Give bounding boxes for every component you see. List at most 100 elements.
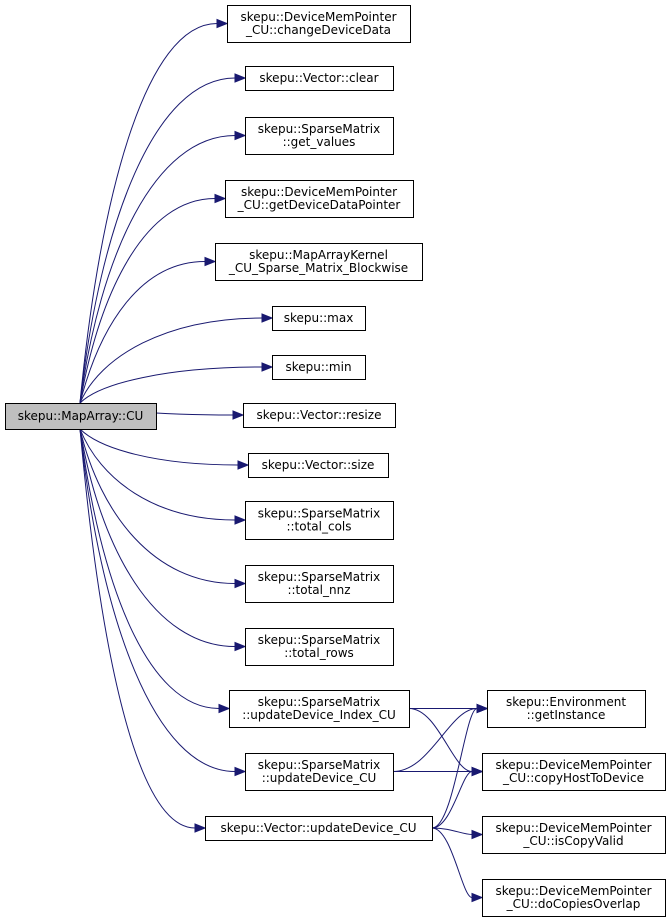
node-label-line: ::total_rows <box>284 646 354 660</box>
node-label-line: skepu::min <box>285 360 351 374</box>
edge-root-to-n10 <box>79 428 236 521</box>
node-skepu-maparraykernel-cu-sparse-matrix-blockwise[interactable]: skepu::MapArrayKernel_CU_Sparse_Matrix_B… <box>215 243 423 281</box>
arrowhead-root-to-n8 <box>232 410 245 420</box>
edge-root-to-n1 <box>79 23 218 404</box>
node-skepu-devicemempointer-cu-iscopyvalid[interactable]: skepu::DeviceMemPointer_CU::isCopyValid <box>482 816 666 854</box>
node-skepu-sparsematrix-total-nnz[interactable]: skepu::SparseMatrix::total_nnz <box>245 565 394 603</box>
edge-root-to-n6 <box>79 317 263 404</box>
node-skepu-sparsematrix-get-values[interactable]: skepu::SparseMatrix::get_values <box>245 117 394 155</box>
arrowhead-root-to-n10 <box>234 515 247 525</box>
edge-root-to-n15 <box>79 428 196 829</box>
arrowhead-root-to-n9 <box>237 460 250 470</box>
node-box <box>245 501 394 540</box>
edge-root-to-n14 <box>79 428 236 772</box>
node-label-line: ::updateDevice_CU <box>262 771 377 785</box>
arrowhead-n15-to-n19 <box>471 892 484 903</box>
node-skepu-devicemempointer-cu-docopiesoverlap[interactable]: skepu::DeviceMemPointer_CU::doCopiesOver… <box>482 879 666 917</box>
edge-root-to-n11 <box>79 428 236 584</box>
node-skepu-vector-size[interactable]: skepu::Vector::size <box>248 453 389 478</box>
node-label-line: skepu::Vector::size <box>262 458 375 472</box>
node-box <box>272 355 366 380</box>
node-skepu-vector-resize[interactable]: skepu::Vector::resize <box>243 403 396 428</box>
node-skepu-vector-clear[interactable]: skepu::Vector::clear <box>245 66 394 91</box>
arrowhead-root-to-n4 <box>214 193 227 204</box>
node-label-line: skepu::Environment <box>506 695 626 709</box>
arrowhead-root-to-n5 <box>204 256 217 267</box>
node-skepu-vector-updatedevice-cu[interactable]: skepu::Vector::updateDevice_CU <box>205 816 433 841</box>
node-label-line: skepu::Vector::resize <box>257 408 382 422</box>
node-label-line: skepu::DeviceMemPointer <box>495 758 651 772</box>
node-label-line: _CU::changeDeviceData <box>245 23 391 37</box>
node-box <box>205 816 433 841</box>
node-label-line: ::getInstance <box>527 708 606 722</box>
node-label-line: skepu::DeviceMemPointer <box>495 821 651 835</box>
node-box <box>225 180 414 218</box>
node-label-line: ::total_nnz <box>287 583 350 597</box>
edge-root-to-n5 <box>79 261 206 404</box>
edge-root-to-n12 <box>79 428 236 647</box>
node-box <box>245 753 394 791</box>
node-label-line: skepu::SparseMatrix <box>258 507 380 521</box>
node-skepu-max[interactable]: skepu::max <box>272 306 366 331</box>
node-label-line: skepu::SparseMatrix <box>258 570 380 584</box>
node-box <box>482 753 666 791</box>
node-label-line: _CU::getDeviceDataPointer <box>237 198 401 212</box>
arrowhead-n15-to-n18 <box>471 829 484 840</box>
node-box <box>248 453 389 478</box>
arrowhead-n15-to-n17 <box>471 766 484 777</box>
node-box <box>272 306 366 331</box>
arrowhead-root-to-n6 <box>261 313 274 323</box>
edge-n15-to-n18 <box>431 827 473 835</box>
node-label-line: skepu::DeviceMemPointer <box>240 10 396 24</box>
node-skepu-environment-getinstance[interactable]: skepu::Environment::getInstance <box>487 690 646 728</box>
node-box <box>245 117 394 155</box>
node-label-line: skepu::MapArrayKernel <box>249 248 388 262</box>
arrowhead-root-to-n11 <box>234 578 247 589</box>
node-skepu-devicemempointer-cu-changedevicedata[interactable]: skepu::DeviceMemPointer_CU::changeDevice… <box>227 5 411 43</box>
node-label-line: skepu::SparseMatrix <box>258 758 380 772</box>
node-label-line: ::total_cols <box>286 520 351 534</box>
edge-n15-to-n16 <box>431 708 478 829</box>
node-label-line: _CU::copyHostToDevice <box>502 771 644 785</box>
node-skepu-maparray-cu[interactable]: skepu::MapArray::CU <box>5 403 157 430</box>
node-label-line: _CU::doCopiesOverlap <box>506 897 641 911</box>
node-box <box>229 690 410 728</box>
node-label-line: _CU::isCopyValid <box>522 834 623 848</box>
node-box <box>482 816 666 854</box>
node-box <box>227 5 411 43</box>
edge-n15-to-n17 <box>431 771 473 829</box>
node-skepu-devicemempointer-cu-copyhosttodevice[interactable]: skepu::DeviceMemPointer_CU::copyHostToDe… <box>482 753 666 791</box>
node-box <box>487 690 646 728</box>
arrowhead-root-to-n13 <box>218 703 231 714</box>
node-skepu-devicemempointer-cu-getdevicedatapointer[interactable]: skepu::DeviceMemPointer_CU::getDeviceDat… <box>225 180 414 218</box>
edge-root-to-n2 <box>79 77 236 404</box>
edges-layer <box>79 18 489 903</box>
node-skepu-sparsematrix-updatedevice-index-cu[interactable]: skepu::SparseMatrix::updateDevice_Index_… <box>229 690 410 728</box>
node-skepu-sparsematrix-total-cols[interactable]: skepu::SparseMatrix::total_cols <box>245 501 394 540</box>
arrowhead-root-to-n1 <box>216 18 229 29</box>
node-skepu-sparsematrix-total-rows[interactable]: skepu::SparseMatrix::total_rows <box>245 628 394 666</box>
edge-n15-to-n19 <box>431 827 473 898</box>
edge-n14-to-n16 <box>392 708 478 772</box>
node-box <box>243 403 396 428</box>
arrowhead-root-to-n15 <box>194 823 207 833</box>
node-label-line: skepu::DeviceMemPointer <box>495 884 651 898</box>
node-label-line: skepu::MapArray::CU <box>18 409 143 423</box>
node-skepu-min[interactable]: skepu::min <box>272 355 366 380</box>
edge-root-to-n7 <box>79 366 263 404</box>
edge-root-to-n13 <box>79 428 220 709</box>
node-skepu-sparsematrix-updatedevice-cu[interactable]: skepu::SparseMatrix::updateDevice_CU <box>245 753 394 791</box>
edge-root-to-n4 <box>79 198 216 404</box>
node-label-line: skepu::Vector::clear <box>259 71 378 85</box>
arrowhead-root-to-n3 <box>234 130 247 141</box>
node-label-line: skepu::Vector::updateDevice_CU <box>220 821 416 835</box>
arrowhead-root-to-n12 <box>234 641 247 652</box>
node-box <box>5 403 157 430</box>
node-box <box>215 243 423 281</box>
node-box <box>245 66 394 91</box>
edge-root-to-n3 <box>79 135 236 404</box>
node-label-line: skepu::DeviceMemPointer <box>241 185 397 199</box>
node-label-line: ::get_values <box>283 135 356 149</box>
node-box <box>482 879 666 917</box>
